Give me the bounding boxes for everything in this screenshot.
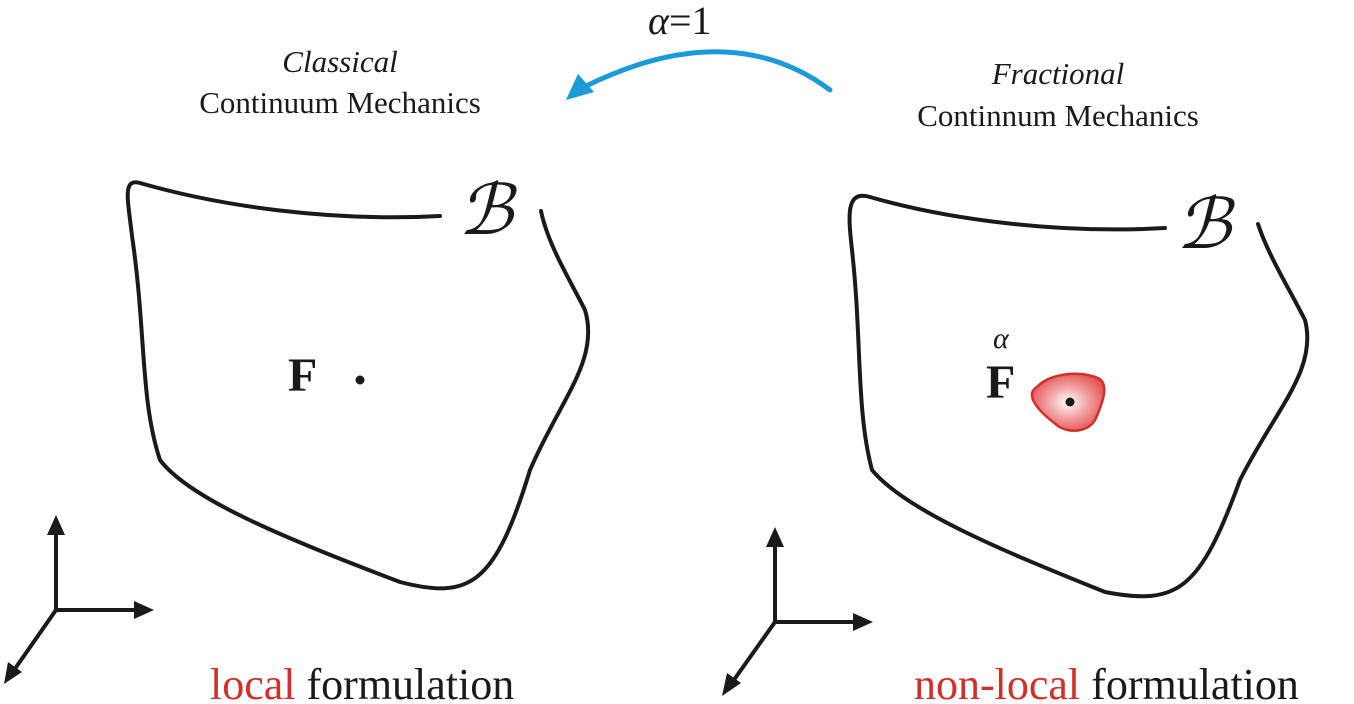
alpha-value: =1 (669, 0, 712, 43)
fractional-axes (722, 527, 873, 696)
axis-arrow-up (766, 527, 784, 547)
fractional-field-superscript: α (993, 322, 1010, 355)
fractional-title-italic: Fractional (991, 56, 1125, 91)
classical-body-symbol: ℬ (458, 169, 518, 251)
caption-local-rest: formulation (296, 660, 515, 704)
axis-arrow-up (47, 515, 65, 535)
transition-arrow-curve (583, 49, 833, 93)
caption-nonlocal-highlight: non-local (914, 660, 1080, 704)
classical-title: Continuum Mechanics (199, 85, 481, 120)
classical-caption: local formulation (210, 660, 514, 704)
fractional-body-symbol: ℬ (1176, 183, 1236, 265)
fractional-caption: non-local formulation (914, 660, 1299, 704)
alpha-equals-label: α=1 (648, 0, 712, 43)
fractional-material-point (1065, 397, 1075, 407)
transition-arrowhead (566, 74, 594, 100)
axis-arrow-diagonal (4, 662, 22, 684)
classical-panel: Classical Continuum Mechanics ℬ F local … (4, 44, 591, 704)
classical-body-outline (125, 180, 591, 591)
fractional-panel: Fractional Continnum Mechanics ℬ α F non… (722, 56, 1310, 704)
alpha-transition: α=1 (566, 0, 833, 100)
alpha-symbol: α (648, 0, 670, 43)
classical-material-point (355, 375, 365, 385)
fractional-body-outline (847, 193, 1310, 599)
classical-axes (4, 515, 154, 684)
classical-title-italic: Classical (282, 44, 397, 79)
classical-field-F: F (288, 349, 317, 402)
axis-arrow-right (853, 613, 873, 631)
fractional-field-F: F (986, 356, 1015, 409)
axis-arrow-diagonal (722, 673, 741, 696)
axis-arrow-right (134, 601, 154, 619)
fractional-title: Continnum Mechanics (917, 98, 1199, 133)
caption-nonlocal-rest: formulation (1080, 660, 1299, 704)
caption-local-highlight: local (210, 660, 296, 704)
